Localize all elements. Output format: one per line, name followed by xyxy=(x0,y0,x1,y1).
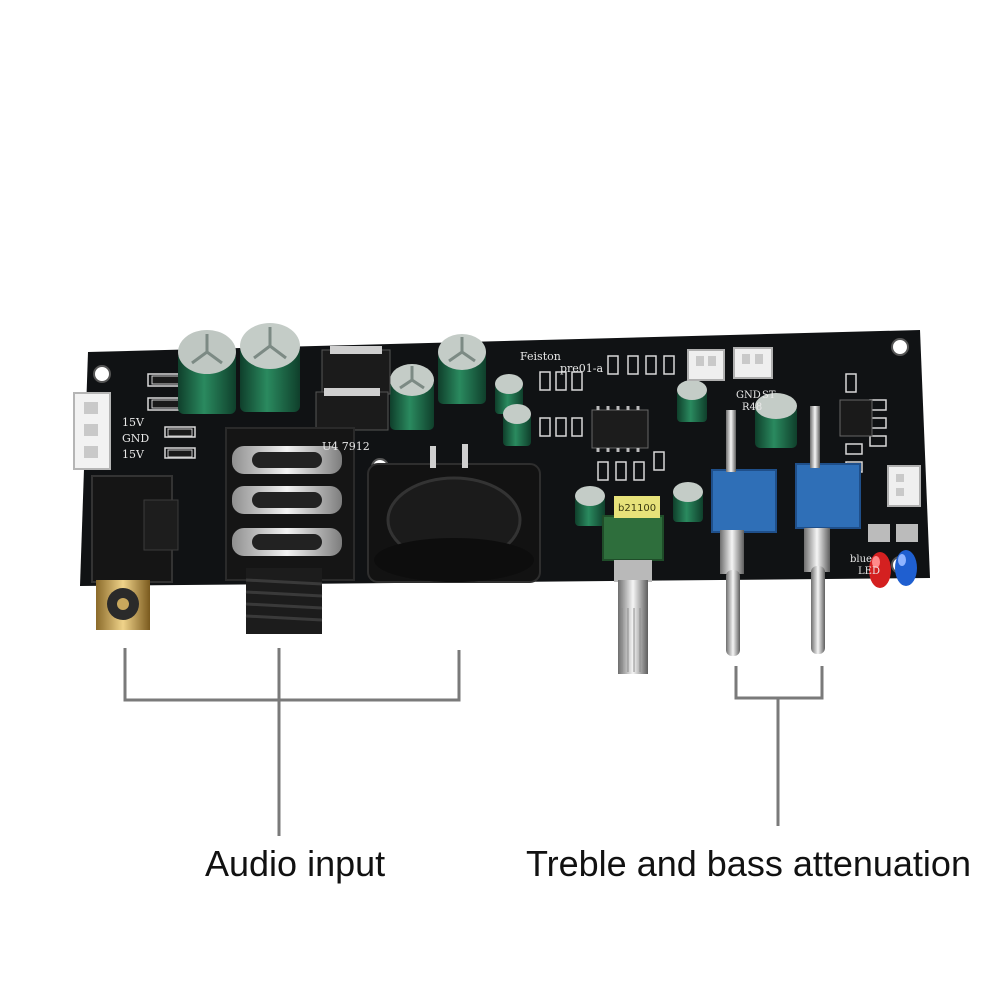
capacitor-ec4 xyxy=(438,334,486,404)
board-brand-label: Feiston xyxy=(520,350,561,363)
power-label-gnd: GND xyxy=(122,432,149,445)
voltage-regulator xyxy=(321,346,391,395)
xlr-connector xyxy=(367,444,541,583)
pot-marking: b21100 xyxy=(618,503,656,514)
treble-toggle-switch xyxy=(711,410,777,656)
header-connector xyxy=(687,349,725,381)
header-connector xyxy=(887,465,921,507)
capacitor-ec6 xyxy=(503,404,531,446)
regulator-label: U4 7912 xyxy=(322,440,370,453)
volume-potentiometer xyxy=(602,496,664,674)
power-label-top: 15V xyxy=(122,416,145,429)
capacitor-ec14 xyxy=(575,486,605,526)
header-connector xyxy=(733,347,773,379)
blue-led xyxy=(895,524,918,586)
capacitor-ec1 xyxy=(178,330,236,414)
connector-label-st: ST xyxy=(762,390,776,401)
silkscreen-pads xyxy=(147,355,887,481)
audio-input-callout-lines xyxy=(123,648,461,836)
rca-jack xyxy=(91,475,179,630)
led-label-blue: blue xyxy=(850,554,872,565)
bass-toggle-switch xyxy=(795,406,861,654)
led-label-led: LED xyxy=(858,566,880,577)
connector-label-r48: R48 xyxy=(742,402,762,413)
capacitor-ec20 xyxy=(677,380,707,422)
opamp-ic xyxy=(591,406,649,452)
tone-control-label: Treble and bass attenuation xyxy=(526,843,971,884)
capacitor-ec21 xyxy=(755,393,797,448)
mounting-hole xyxy=(93,365,111,383)
small-ic xyxy=(839,399,873,437)
quarter-inch-jack xyxy=(225,427,355,634)
board-model-label: pre01-a xyxy=(560,362,604,375)
power-label-bottom: 15V xyxy=(122,448,145,461)
voltage-regulator-u4 xyxy=(315,388,389,431)
connector-label-gnd: GND xyxy=(736,390,761,401)
red-led xyxy=(868,524,891,588)
mounting-hole xyxy=(891,338,909,356)
smd-diodes xyxy=(151,375,193,458)
power-header-connector xyxy=(73,392,111,470)
tone-callout-lines xyxy=(734,666,824,826)
capacitor-ec3 xyxy=(390,364,434,430)
capacitor-ec2 xyxy=(240,323,300,412)
capacitor-ec18 xyxy=(673,482,703,522)
audio-input-label: Audio input xyxy=(205,843,386,884)
